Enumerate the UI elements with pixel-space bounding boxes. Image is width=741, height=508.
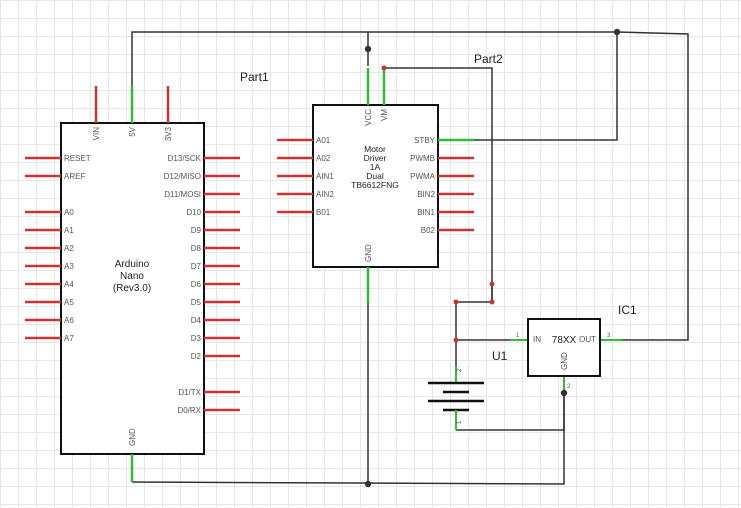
ic1-out-label: OUT <box>579 335 596 344</box>
ic1-title: 78XX <box>552 335 577 346</box>
arduino-top-pins: VIN 5V 3V3 <box>92 86 173 141</box>
arduino-pin-label-d6: D6 <box>191 280 202 289</box>
driver-pin-label-stby: STBY <box>414 136 436 145</box>
arduino-pin-label-vin: VIN <box>92 127 101 141</box>
wire-bus-to-ic1-out[interactable] <box>616 31 689 341</box>
wire-battery-gnd[interactable] <box>456 392 565 431</box>
wire-stby-to-bus[interactable] <box>474 32 618 141</box>
arduino-pin-label-3v3: 3V3 <box>164 126 173 141</box>
arduino-title-line-2: Nano <box>120 271 144 282</box>
arduino-right-pins: D13/SCK D12/MISO D11/MOSI D10D9D8D7D6D5D4D3… <box>164 154 240 415</box>
driver-pin-label-a01: A01 <box>316 136 331 145</box>
ic1-in-pin-number: 1 <box>516 333 520 339</box>
driver-pin-label-ain1: AIN1 <box>316 172 334 181</box>
junctions <box>364 28 621 488</box>
arduino-pin-label-d2: D2 <box>191 352 202 361</box>
arduino-title-line-1: Arduino <box>115 259 150 270</box>
arduino-pin-label-d10: D10 <box>186 208 201 217</box>
driver-title-line-3: 1A <box>370 162 381 172</box>
battery-ref-label: U1 <box>492 349 508 363</box>
arduino-title-line-3: (Rev3.0) <box>113 283 151 294</box>
arduino-pin-label-d8: D8 <box>191 244 202 253</box>
driver-pin-label-pwma: PWMA <box>410 172 436 181</box>
arduino-pin-label-d1-tx: D1/TX <box>178 388 201 397</box>
ic1-in-label: IN <box>533 335 541 344</box>
arduino-pin-label-aref: AREF <box>64 172 85 181</box>
junction-dot <box>364 480 372 488</box>
arduino-pin-label-d9: D9 <box>191 226 202 235</box>
junction-dot <box>364 45 372 53</box>
arduino-pin-label-a4: A4 <box>64 280 74 289</box>
wire-gnd-bus[interactable] <box>131 392 565 485</box>
driver-body <box>312 104 439 268</box>
driver-title-line-2: Driver <box>364 153 387 163</box>
driver-pin-label-bin1: BIN1 <box>417 208 435 217</box>
battery-bottom-pin-number: 1 <box>457 420 463 424</box>
driver-title-line-4: Dual <box>366 171 384 181</box>
arduino-ref-label: Part1 <box>240 70 269 84</box>
voltage-regulator-78xx[interactable]: 78XX IN OUT GND 1 3 2 <box>510 318 622 392</box>
wire-endpoint <box>489 299 495 305</box>
driver-pin-label-pwmb: PWMB <box>410 154 435 163</box>
battery-top-pin-number: 2 <box>457 368 463 372</box>
driver-pin-label-vcc: VCC <box>364 109 373 126</box>
arduino-body <box>60 122 205 455</box>
driver-pin-label-vm: VM <box>380 109 389 121</box>
ic1-gnd-label: GND <box>560 352 569 370</box>
driver-bottom-pin: GND <box>364 244 373 302</box>
arduino-pin-label-d5: D5 <box>191 298 202 307</box>
wire-vin-branch[interactable] <box>455 284 510 341</box>
junction-dot <box>560 389 568 397</box>
ic1-ref-label: IC1 <box>618 303 637 317</box>
driver-top-pins: VCC VM <box>364 68 389 126</box>
driver-pin-label-ain2: AIN2 <box>316 190 334 199</box>
battery[interactable]: 2 1 <box>428 366 484 430</box>
wire-endpoint <box>489 281 495 287</box>
driver-pin-label-a02: A02 <box>316 154 331 163</box>
arduino-pin-label-reset: RESET <box>64 154 91 163</box>
driver-pin-label-bin2: BIN2 <box>417 190 435 199</box>
driver-pin-label-b01: B01 <box>316 208 331 217</box>
driver-pin-label-b02: B02 <box>421 226 436 235</box>
arduino-pin-label-d13-sck: D13/SCK <box>168 154 202 163</box>
arduino-pin-label-a2: A2 <box>64 244 74 253</box>
arduino-pin-label-a1: A1 <box>64 226 74 235</box>
driver-title-line-5: TB6612FNG <box>351 180 399 190</box>
wire-5v-bus[interactable] <box>131 31 617 86</box>
arduino-pin-label-d0-rx: D0/RX <box>177 406 201 415</box>
ic1-out-pin-number: 3 <box>607 333 611 339</box>
driver-ref-label: Part2 <box>474 52 503 66</box>
arduino-pin-label-a6: A6 <box>64 316 74 325</box>
junction-dot <box>613 28 621 36</box>
arduino-pin-label-d4: D4 <box>191 316 202 325</box>
arduino-bottom-pin: GND <box>128 428 137 482</box>
arduino-pin-label-d11-mosi: D11/MOSI <box>164 190 201 199</box>
arduino-pin-label-5v: 5V <box>128 126 137 136</box>
driver-title-line-1: Motor <box>364 144 386 154</box>
wire-endpoint <box>453 337 459 343</box>
wire-endpoint <box>453 299 459 305</box>
driver-pin-label-gnd: GND <box>364 244 373 262</box>
arduino-pin-label-d3: D3 <box>191 334 202 343</box>
arduino-pin-label-d7: D7 <box>191 262 202 271</box>
wire-endpoint <box>381 65 387 71</box>
arduino-pin-label-gnd: GND <box>128 428 137 446</box>
ic1-gnd-pin-number: 2 <box>567 384 571 390</box>
arduino-pin-label-a5: A5 <box>64 298 74 307</box>
arduino-pin-label-d12-miso: D12/MISO <box>164 172 201 181</box>
arduino-pin-label-a3: A3 <box>64 262 74 271</box>
arduino-pin-label-a7: A7 <box>64 334 74 343</box>
arduino-pin-label-a0: A0 <box>64 208 74 217</box>
ic1-body <box>527 318 601 377</box>
